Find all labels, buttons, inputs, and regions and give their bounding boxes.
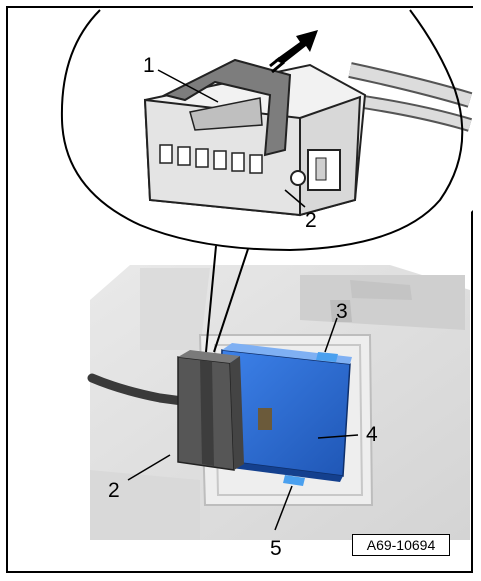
control-module xyxy=(216,343,352,486)
pull-direction-arrow xyxy=(269,30,318,74)
zoom-pointer-lines xyxy=(205,245,249,353)
callout-4: 4 xyxy=(366,423,378,446)
zoom-bubble-outline xyxy=(60,9,464,252)
zoom-detail xyxy=(8,8,473,253)
callout-1: 1 xyxy=(143,54,155,77)
wiring-harness xyxy=(87,373,217,410)
figure-reference-code: A69-10694 xyxy=(352,534,450,556)
connector-plug xyxy=(177,350,244,471)
callout-2-overview: 2 xyxy=(108,479,120,502)
callout-5: 5 xyxy=(270,537,282,560)
leader-lines xyxy=(127,69,359,531)
callout-2-detail: 2 xyxy=(305,209,317,232)
callout-3: 3 xyxy=(336,300,348,323)
